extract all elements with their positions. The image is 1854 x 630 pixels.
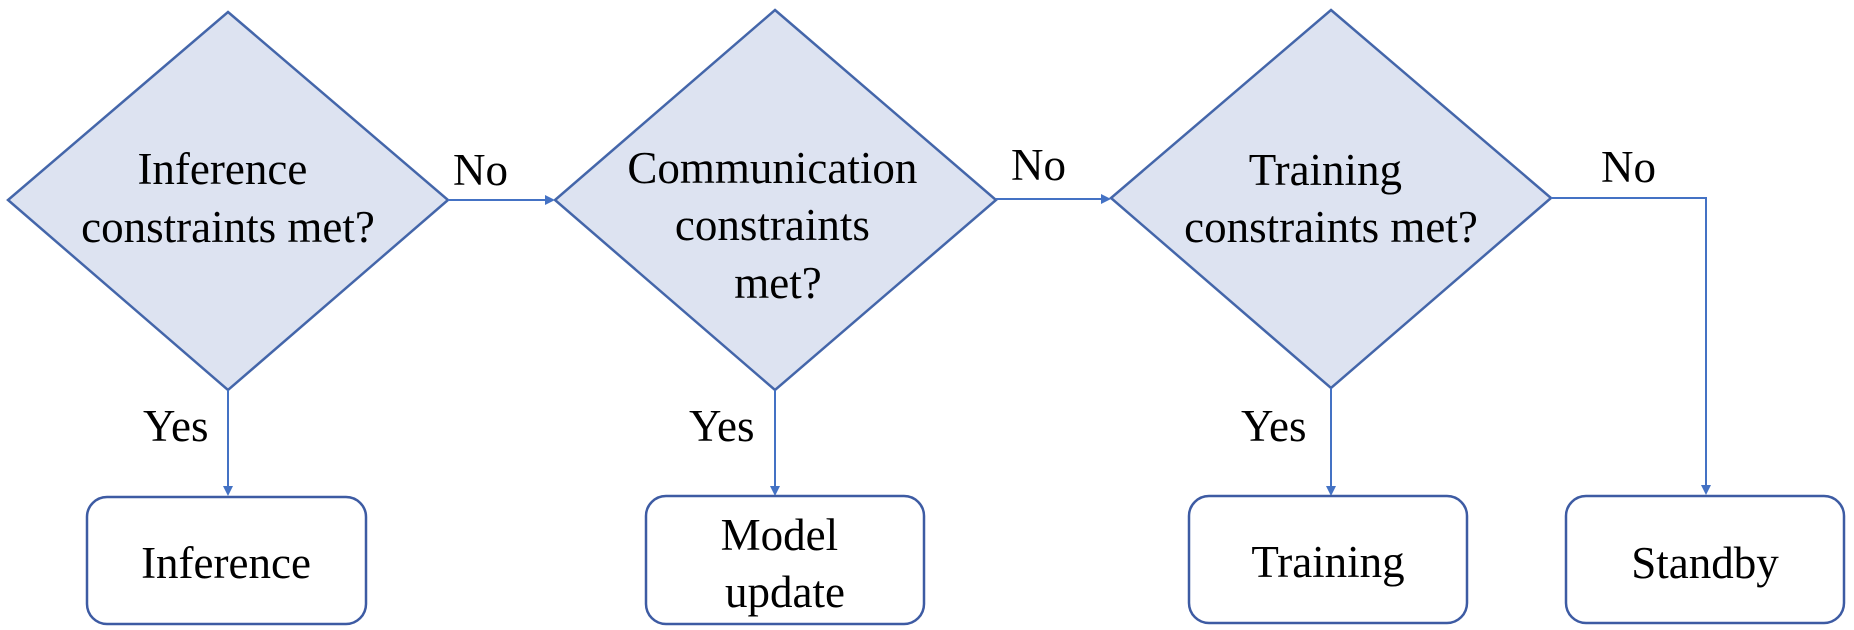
decision-inference-line-2: constraints met?	[81, 202, 375, 252]
outcome-standby-line-1: Standby	[1631, 538, 1779, 588]
outcome-box-inference	[85, 495, 368, 626]
outcome-box-training	[1187, 494, 1469, 625]
outcome-standby-text: Standby	[1631, 538, 1779, 588]
decision-communication-text: Communication constraints met?	[627, 143, 928, 308]
yes-label-1: Yes	[143, 401, 208, 451]
decision-diamond-training	[1109, 8, 1553, 390]
yes-label-2: Yes	[689, 401, 754, 451]
no-arrow-3	[1551, 197, 1711, 495]
decision-diamond-inference	[6, 10, 450, 392]
outcome-training-text: Training	[1251, 537, 1404, 587]
no-label-3: No	[1601, 142, 1656, 192]
decision-training-line-2: constraints met?	[1184, 202, 1478, 252]
decision-inference-text: Inference constraints met?	[81, 144, 375, 252]
outcome-model-update-line-1: Model	[721, 510, 839, 560]
outcome-inference-line-1: Inference	[141, 538, 311, 588]
outcome-box-standby	[1564, 494, 1846, 625]
outcome-training-line-1: Training	[1251, 537, 1404, 587]
decision-communication-line-1: Communication	[627, 143, 917, 193]
no-label-1: No	[453, 145, 508, 195]
decision-communication-line-3: met?	[734, 258, 821, 308]
outcome-model-update-text: Model update	[721, 510, 850, 617]
outcome-inference-text: Inference	[141, 538, 311, 588]
outcome-box-model-update	[644, 494, 926, 626]
decision-communication-line-2: constraints	[675, 200, 870, 250]
outcome-model-update-line-2: update	[725, 567, 845, 617]
decision-training-text: Training constraints met?	[1184, 145, 1478, 252]
yes-label-3: Yes	[1241, 401, 1306, 451]
decision-inference-line-1: Inference	[137, 144, 307, 194]
no-label-2: No	[1011, 140, 1066, 190]
decision-training-line-1: Training	[1249, 145, 1402, 195]
